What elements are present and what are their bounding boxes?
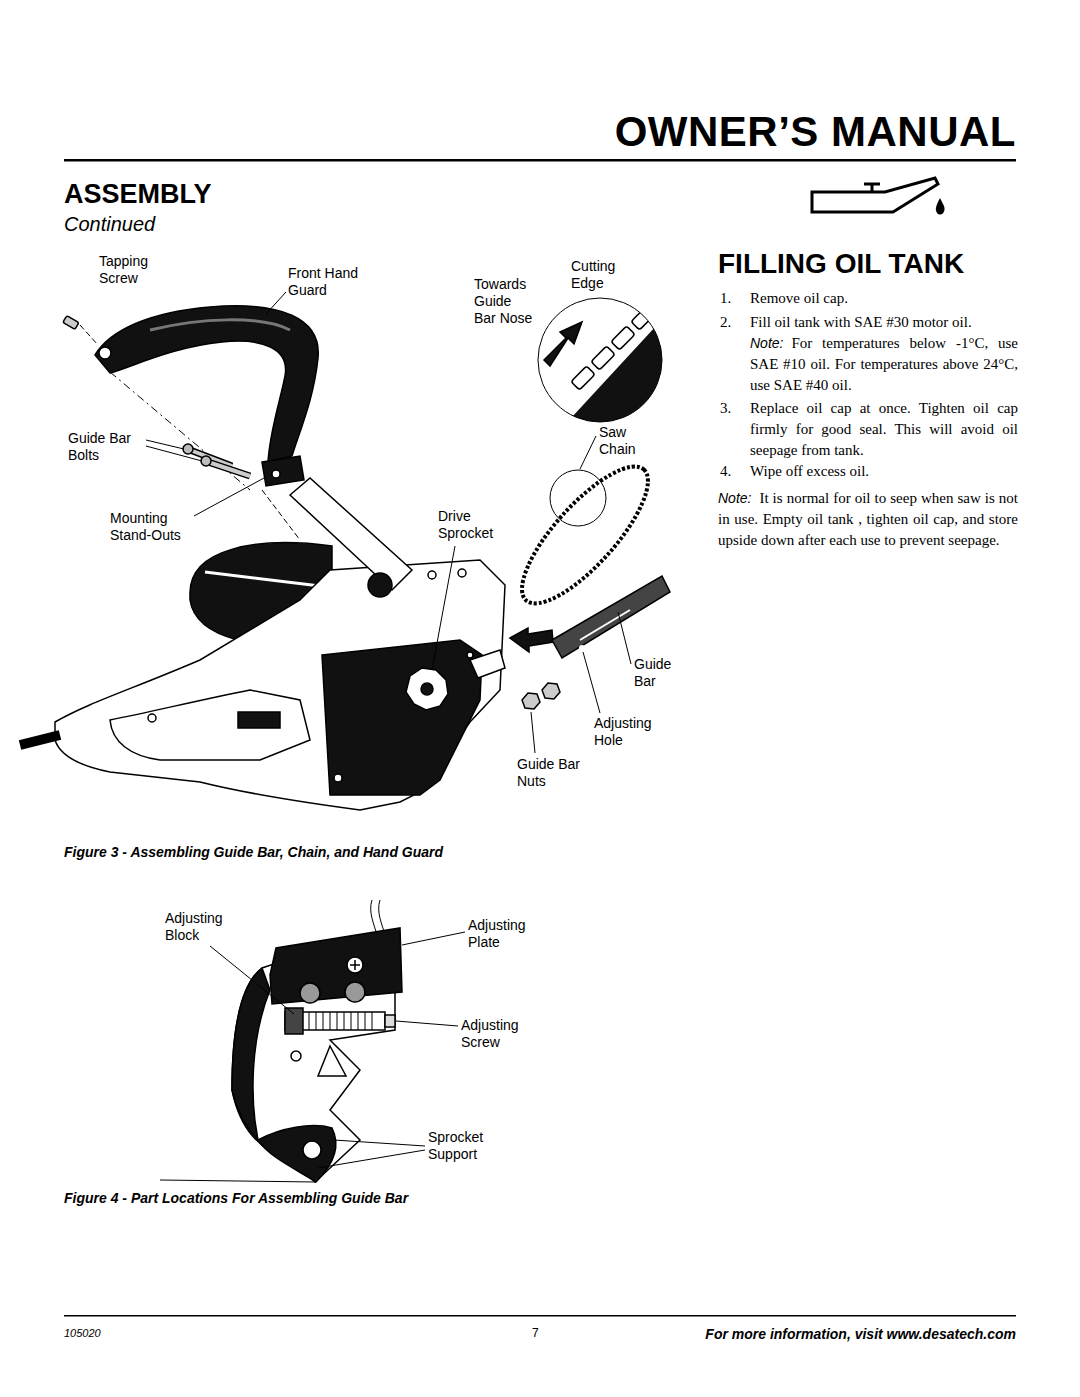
label-text: Fill oil tank with SAE #30 motor oil. bbox=[750, 314, 972, 330]
label-text: Replace oil cap at once. Tighten oil cap… bbox=[750, 400, 1018, 458]
section-heading: ASSEMBLY bbox=[64, 178, 212, 210]
label-text: Front Hand Guard bbox=[288, 265, 358, 298]
figure-caption: Figure 3 - Assembling Guide Bar, Chain, … bbox=[64, 844, 443, 861]
label-text: Adjusting Plate bbox=[468, 917, 526, 950]
guide-bar-bolts bbox=[183, 444, 250, 476]
label-text: Figure 4 - Part Locations For Assembling… bbox=[64, 1190, 408, 1206]
part-label: Saw Chain bbox=[599, 424, 647, 458]
part-label: Adjusting Hole bbox=[594, 715, 664, 749]
label-text: ASSEMBLY bbox=[64, 179, 212, 209]
part-label: Adjusting Screw bbox=[461, 1017, 531, 1051]
label-text: Tapping Screw bbox=[99, 253, 148, 286]
part-label: Guide Bar Bolts bbox=[68, 430, 143, 464]
part-label: Guide Bar Nuts bbox=[517, 756, 592, 790]
footer-link: For more information, visit www.desatech… bbox=[660, 1326, 1016, 1343]
footer-rule bbox=[64, 1315, 1016, 1317]
label-text: Guide Bar Bolts bbox=[68, 430, 131, 463]
sprocket-support bbox=[258, 1126, 336, 1182]
guide-bar-nuts bbox=[522, 683, 560, 709]
label-text: 7 bbox=[532, 1326, 539, 1340]
side-plate bbox=[322, 640, 482, 795]
label-text: Towards Guide Bar Nose bbox=[474, 276, 532, 326]
instruction-step: 2. Fill oil tank with SAE #30 motor oil. N… bbox=[720, 312, 1018, 396]
section-subheading: Continued bbox=[64, 212, 155, 236]
part-label: Cutting Edge bbox=[571, 258, 627, 292]
chainsaw-figure bbox=[20, 290, 680, 810]
adjusting-screw bbox=[285, 1008, 395, 1034]
rear-handle bbox=[290, 478, 412, 590]
part-label: Drive Sprocket bbox=[438, 508, 502, 542]
label-text: Adjusting Hole bbox=[594, 715, 652, 748]
oil-can-icon bbox=[812, 178, 945, 215]
label-text: Adjusting Block bbox=[165, 910, 223, 943]
label-text: It is normal for oil to seep when saw is… bbox=[718, 490, 1018, 548]
part-label: Guide Bar bbox=[634, 656, 678, 690]
part-label: Adjusting Plate bbox=[468, 917, 538, 951]
saw-chain bbox=[504, 450, 666, 621]
note-label: Note: bbox=[750, 335, 783, 351]
part-label: Adjusting Block bbox=[165, 910, 235, 944]
label-text: FILLING OIL TANK bbox=[718, 248, 964, 279]
tapping-screw bbox=[63, 316, 79, 330]
instruction-step: 4. Wipe off excess oil. bbox=[720, 461, 1018, 482]
label-text: Adjusting Screw bbox=[461, 1017, 519, 1050]
label-text: Guide Bar bbox=[634, 656, 671, 689]
header-rule bbox=[64, 159, 1016, 162]
page-title: OWNER’S MANUAL bbox=[615, 108, 1016, 156]
note-label: Note: bbox=[718, 490, 751, 506]
page-number: 7 bbox=[532, 1326, 539, 1340]
label-text: Sprocket Support bbox=[428, 1129, 483, 1162]
adjusting-plate bbox=[270, 928, 402, 1004]
saw-body bbox=[55, 560, 505, 810]
guide-bar bbox=[552, 576, 670, 658]
label-text: For more information, visit www.desatech… bbox=[705, 1326, 1016, 1342]
step-number: 3. bbox=[720, 398, 731, 419]
part-label: Tapping Screw bbox=[99, 253, 159, 287]
label-text: For temperatures below -1°C, use SAE #10… bbox=[750, 335, 1018, 393]
instruction-step: 3. Replace oil cap at once. Tighten oil c… bbox=[720, 398, 1018, 461]
part-label: Sprocket Support bbox=[428, 1129, 498, 1163]
step-number: 2. bbox=[720, 312, 731, 333]
part-label: Front Hand Guard bbox=[288, 265, 378, 299]
step-number: 1. bbox=[720, 288, 731, 309]
adjusting-block-figure bbox=[160, 900, 465, 1182]
label-text: 105020 bbox=[64, 1327, 101, 1339]
drive-sprocket bbox=[406, 668, 448, 710]
label-text: Drive Sprocket bbox=[438, 508, 493, 541]
label-text: Mounting Stand-Outs bbox=[110, 510, 181, 543]
cutting-edge-inset bbox=[530, 290, 680, 430]
document-number: 105020 bbox=[64, 1326, 101, 1340]
step-number: 4. bbox=[720, 461, 731, 482]
label-text: Saw Chain bbox=[599, 424, 636, 457]
label-text: Wipe off excess oil. bbox=[750, 463, 869, 479]
label-text: Continued bbox=[64, 213, 155, 235]
note-paragraph: Note:It is normal for oil to seep when s… bbox=[718, 488, 1018, 551]
label-text: Cutting Edge bbox=[571, 258, 615, 291]
label-text: Remove oil cap. bbox=[750, 290, 848, 306]
part-label: Towards Guide Bar Nose bbox=[474, 276, 534, 327]
figure-caption: Figure 4 - Part Locations For Assembling… bbox=[64, 1190, 408, 1207]
label-text: Guide Bar Nuts bbox=[517, 756, 580, 789]
label-text: Figure 3 - Assembling Guide Bar, Chain, … bbox=[64, 844, 443, 860]
instruction-step: 1. Remove oil cap. bbox=[720, 288, 1018, 309]
part-label: Mounting Stand-Outs bbox=[110, 510, 190, 544]
section-heading: FILLING OIL TANK bbox=[718, 248, 964, 280]
